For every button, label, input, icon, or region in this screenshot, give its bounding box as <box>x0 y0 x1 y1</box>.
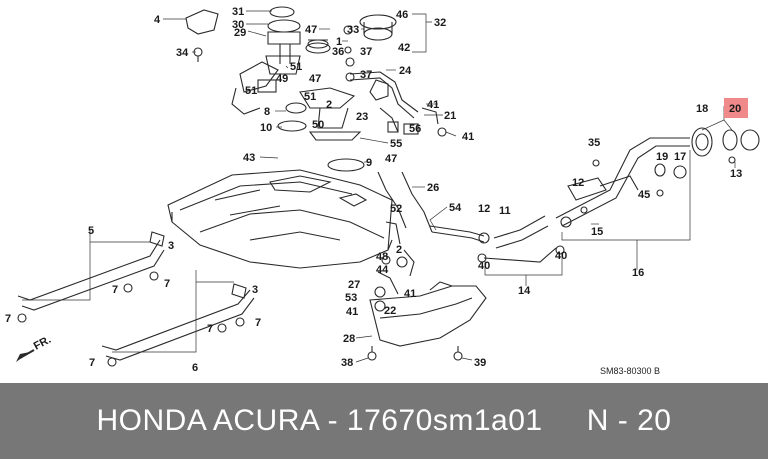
diagram-svg: 4 31 30 29 47 1 33 46 32 36 37 42 34 51 … <box>5 6 760 376</box>
callout-32: 32 <box>434 17 446 29</box>
callout-44: 44 <box>376 264 389 276</box>
callout-7d: 7 <box>207 323 213 335</box>
callout-29: 29 <box>234 27 246 39</box>
tank-straps <box>17 231 255 367</box>
callout-labels: 4 31 30 29 47 1 33 46 32 36 37 42 34 51 … <box>5 6 742 374</box>
callout-39: 39 <box>474 357 486 369</box>
callout-31: 31 <box>232 6 244 18</box>
callout-53: 53 <box>345 292 357 304</box>
callout-41b: 41 <box>462 131 474 143</box>
callout-12b: 12 <box>572 177 584 189</box>
callout-7f: 7 <box>89 357 95 369</box>
callout-50: 50 <box>312 119 324 131</box>
callout-54: 54 <box>449 202 462 214</box>
callout-12a: 12 <box>478 203 490 215</box>
caption-separator: - <box>318 404 347 437</box>
callout-14: 14 <box>518 285 531 297</box>
callout-1: 1 <box>336 36 342 48</box>
callout-24: 24 <box>399 65 412 77</box>
callout-7e: 7 <box>255 317 261 329</box>
callout-23: 23 <box>356 111 368 123</box>
callout-16: 16 <box>632 267 644 279</box>
fuel-tank <box>167 169 393 269</box>
callout-4: 4 <box>154 14 161 26</box>
callout-21: 21 <box>444 110 456 122</box>
callout-5: 5 <box>88 225 94 237</box>
caption-gap <box>543 404 587 437</box>
callout-55: 55 <box>390 138 402 150</box>
splash-guard <box>367 281 487 361</box>
filler-neck <box>555 127 760 227</box>
leader-lines <box>22 10 736 363</box>
callout-40a: 40 <box>478 260 490 272</box>
callout-43: 43 <box>243 152 255 164</box>
callout-47b: 47 <box>309 73 321 85</box>
callout-56: 56 <box>409 123 421 135</box>
callout-27: 27 <box>348 279 360 291</box>
callout-33: 33 <box>347 24 359 36</box>
callout-8: 8 <box>264 106 270 118</box>
callout-10: 10 <box>260 122 272 134</box>
callout-37a: 37 <box>360 46 372 58</box>
callout-38: 38 <box>341 357 353 369</box>
callout-36: 36 <box>332 46 344 58</box>
callout-49: 49 <box>276 73 288 85</box>
callout-48: 48 <box>376 251 388 263</box>
callout-19: 19 <box>656 151 668 163</box>
callout-9: 9 <box>366 157 372 169</box>
callout-13: 13 <box>730 168 742 180</box>
callout-7b: 7 <box>164 278 170 290</box>
callout-28: 28 <box>343 333 355 345</box>
callout-7a: 7 <box>112 284 118 296</box>
callout-15: 15 <box>591 226 603 238</box>
callout-20: 20 <box>729 103 741 115</box>
callout-26: 26 <box>427 182 439 194</box>
front-direction-arrow: FR. <box>16 334 53 362</box>
callout-40b: 40 <box>555 250 567 262</box>
parts-diagram: 4 31 30 29 47 1 33 46 32 36 37 42 34 51 … <box>5 6 760 376</box>
highlight-box <box>724 98 748 118</box>
callout-52: 52 <box>390 203 402 215</box>
caption-text: HONDA ACURA - 17670sm1a01 N - 20 <box>97 404 672 438</box>
caption-ref: N - 20 <box>586 404 672 437</box>
callout-17: 17 <box>674 151 686 163</box>
caption-part-number: 17670sm1a01 <box>346 404 543 437</box>
callout-47a: 47 <box>305 24 317 36</box>
callout-22: 22 <box>384 305 396 317</box>
callout-18: 18 <box>696 103 708 115</box>
callout-41d: 41 <box>346 306 358 318</box>
callout-30: 30 <box>232 19 244 31</box>
callout-51a: 51 <box>290 61 302 73</box>
callout-41c: 41 <box>404 288 416 300</box>
fr-label: FR. <box>32 334 53 353</box>
diagram-code: SM83-80300 B <box>600 366 660 376</box>
callout-2a: 2 <box>326 99 332 111</box>
callout-51b: 51 <box>245 85 257 97</box>
callout-2b: 2 <box>396 244 402 256</box>
callout-6: 6 <box>192 362 198 374</box>
caption-brand: HONDA ACURA <box>96 404 319 437</box>
callout-45: 45 <box>638 189 650 201</box>
callout-51c: 51 <box>304 91 316 103</box>
callout-3b: 3 <box>252 284 258 296</box>
callout-47c: 47 <box>385 153 397 165</box>
callout-46: 46 <box>396 9 408 21</box>
callout-34: 34 <box>176 47 189 59</box>
callout-41a: 41 <box>427 99 439 111</box>
caption-bar: HONDA ACURA - 17670sm1a01 N - 20 <box>0 383 768 459</box>
callout-11: 11 <box>499 205 511 217</box>
callout-3a: 3 <box>168 240 174 252</box>
callout-42: 42 <box>398 42 410 54</box>
callout-37b: 37 <box>360 69 372 81</box>
callout-35: 35 <box>588 137 600 149</box>
callout-7c: 7 <box>5 313 11 325</box>
fuel-lines <box>374 171 572 312</box>
